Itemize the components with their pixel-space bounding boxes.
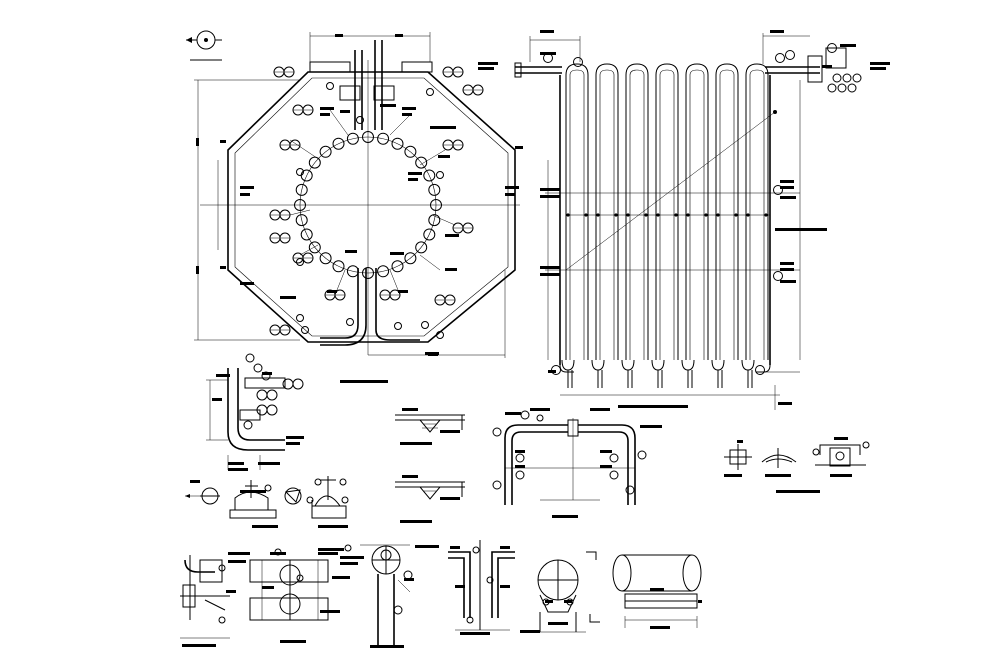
tube-section <box>332 137 345 150</box>
tube-section <box>428 214 441 227</box>
elevation-view <box>478 30 890 410</box>
tube-section <box>295 214 308 227</box>
tube-section <box>332 260 345 273</box>
tube-section <box>294 199 306 211</box>
coil-tube <box>655 63 679 360</box>
tube-section <box>295 183 308 196</box>
tube-section <box>415 156 428 169</box>
detail-clamp <box>180 544 352 647</box>
tube-section <box>415 241 428 254</box>
tube-section <box>362 131 374 143</box>
tube-section <box>423 169 436 182</box>
detail-elbow <box>206 353 304 471</box>
tube-section <box>308 241 321 254</box>
flange-cluster <box>827 73 862 93</box>
tube-section <box>391 137 404 150</box>
coil-tube <box>715 63 739 360</box>
tube-section <box>319 145 332 158</box>
north-arrow-icon <box>186 30 222 61</box>
tube-section <box>430 199 442 211</box>
tube-section <box>423 228 436 241</box>
detail-branch <box>448 540 540 635</box>
detail-saddle <box>530 551 600 633</box>
tube-section <box>377 265 390 278</box>
detail-column <box>340 544 439 648</box>
callout-bubble-icon <box>543 43 837 375</box>
detail-shell <box>612 554 702 629</box>
coil-tube <box>595 63 619 360</box>
tube-section <box>377 132 390 145</box>
tube-section <box>362 267 374 279</box>
plan-view <box>194 32 523 383</box>
tube-section <box>404 145 417 158</box>
serpentine-coil-tubes <box>559 63 771 388</box>
detail-weld-2 <box>395 475 465 523</box>
detail-header-loop <box>492 408 662 518</box>
tube-section <box>428 183 441 196</box>
tube-section <box>346 132 359 145</box>
callout-bubble-icon <box>269 66 484 339</box>
tube-section <box>308 156 321 169</box>
tube-section <box>404 252 417 265</box>
detail-small-sections <box>724 437 870 493</box>
coil-tube <box>625 63 649 360</box>
tube-section <box>319 252 332 265</box>
section-arrow-icon <box>586 551 600 623</box>
tube-section <box>391 260 404 273</box>
detail-weld-1 <box>395 408 465 445</box>
detail-supports <box>185 476 349 528</box>
coil-tube <box>565 63 589 360</box>
coil-tube <box>745 63 769 360</box>
coil-tube <box>685 63 709 360</box>
inner-tube-ring <box>294 131 442 279</box>
tube-section <box>300 228 313 241</box>
